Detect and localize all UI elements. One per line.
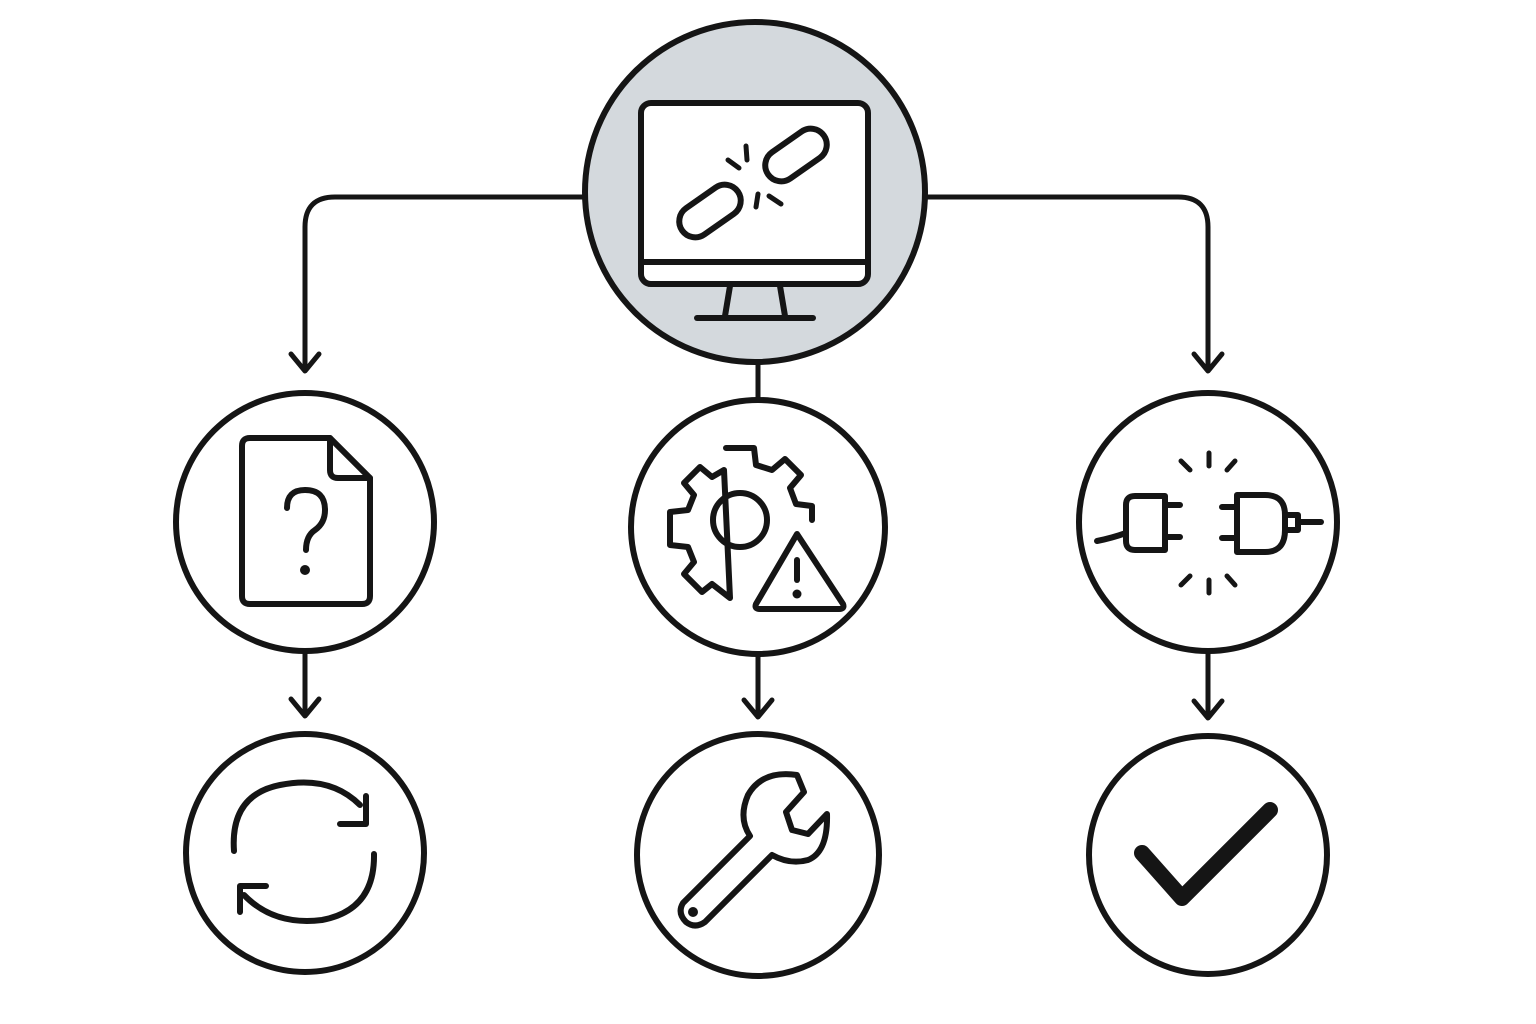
unplugged-connector-icon: [1094, 450, 1324, 596]
checkmark-icon: [1134, 802, 1278, 906]
file-question-icon: [239, 435, 373, 607]
connectors: [288, 194, 1225, 721]
arrowhead-missing-file: [288, 351, 322, 374]
refresh-icon: [230, 779, 378, 924]
node-root: [582, 19, 928, 365]
node-config-error: [628, 397, 888, 657]
arrowhead-disconnected: [1191, 351, 1225, 374]
broken-link-monitor-icon: [638, 100, 871, 321]
arrowhead-repair: [741, 697, 775, 720]
arrowhead-refresh: [288, 696, 322, 719]
node-missing-file: [173, 390, 437, 654]
node-resolved: [1086, 733, 1330, 977]
node-refresh: [183, 731, 427, 975]
arrowhead-resolved: [1191, 698, 1225, 721]
wrench-icon: [677, 771, 831, 929]
node-repair: [634, 731, 882, 979]
node-disconnected: [1076, 390, 1340, 654]
gear-warning-icon: [667, 445, 847, 612]
edge-root-to-missing-file: [302, 194, 588, 371]
edge-root-to-disconnected: [922, 194, 1211, 371]
